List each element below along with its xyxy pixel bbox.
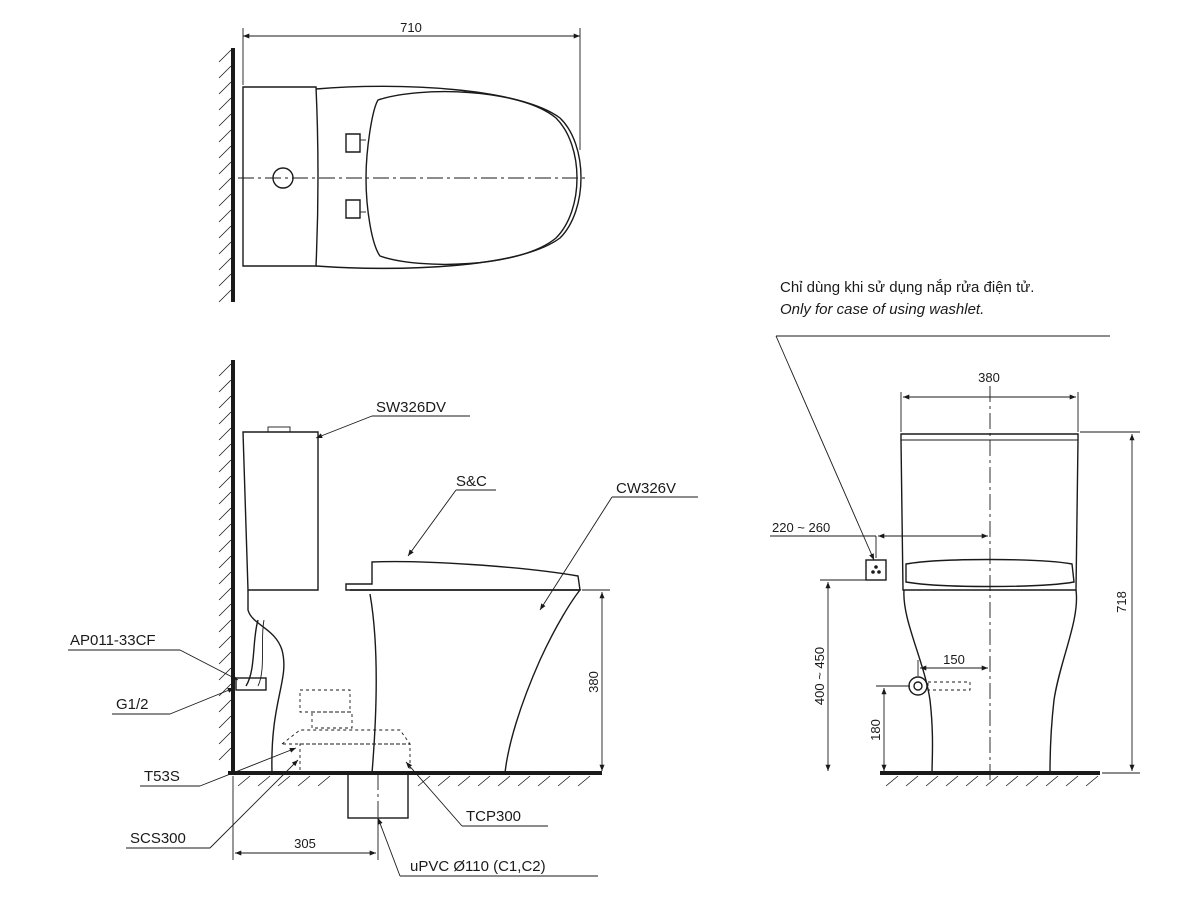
label-flange: T53S (144, 768, 180, 785)
label-screws: SCS300 (130, 830, 186, 847)
dimension-380-front: 380 (978, 370, 1000, 385)
top-view: 710 (218, 20, 588, 303)
top-wall-hatching (218, 49, 232, 303)
label-connector: TCP300 (466, 808, 521, 825)
side-tank (242, 431, 319, 591)
front-floor-hatching (885, 775, 1099, 787)
dimension-710: 710 (400, 20, 422, 35)
dimension-380-side: 380 (586, 671, 601, 693)
note-english: Only for case of using washlet. (780, 301, 984, 318)
angle-valve (235, 677, 267, 691)
dimension-305: 305 (294, 836, 316, 851)
dimension-400-450: 400 ~ 450 (812, 647, 827, 705)
label-bowl: CW326V (616, 480, 676, 497)
seat-hinge-icon (345, 133, 361, 219)
side-view: 380 305 SW326DV S&C CW326V AP011-33CF G1… (68, 360, 698, 877)
dimension-180: 180 (868, 719, 883, 741)
note-vietnamese: Chỉ dùng khi sử dụng nắp rửa điện tử. (780, 279, 1034, 296)
side-seat (345, 560, 581, 591)
front-bowl-right (1049, 589, 1078, 774)
front-seat (905, 558, 1075, 588)
side-floor-hatching (237, 775, 591, 787)
label-seat: S&C (456, 473, 487, 490)
supply-hose (245, 619, 259, 687)
label-tank: SW326DV (376, 399, 446, 416)
dimension-150: 150 (943, 652, 965, 667)
front-view: Chỉ dùng khi sử dụng nắp rửa điện tử. On… (770, 279, 1140, 787)
side-wall-hatching (218, 363, 232, 761)
side-bowl-front (350, 589, 582, 774)
dimension-220-260: 220 ~ 260 (772, 520, 830, 535)
side-bowl-trap (247, 590, 285, 774)
label-drain-pipe: uPVC Ø110 (C1,C2) (410, 858, 546, 875)
front-tank (900, 433, 1079, 591)
front-supply-valve (908, 676, 928, 696)
front-bowl-left (903, 589, 934, 774)
label-angle-valve: AP011-33CF (70, 632, 156, 649)
label-thread: G1/2 (116, 696, 149, 713)
electric-outlet-icon (865, 559, 887, 581)
top-tank (242, 86, 319, 267)
top-bowl-outline (315, 85, 582, 270)
dimension-718: 718 (1114, 591, 1129, 613)
drain-flange (280, 689, 411, 774)
